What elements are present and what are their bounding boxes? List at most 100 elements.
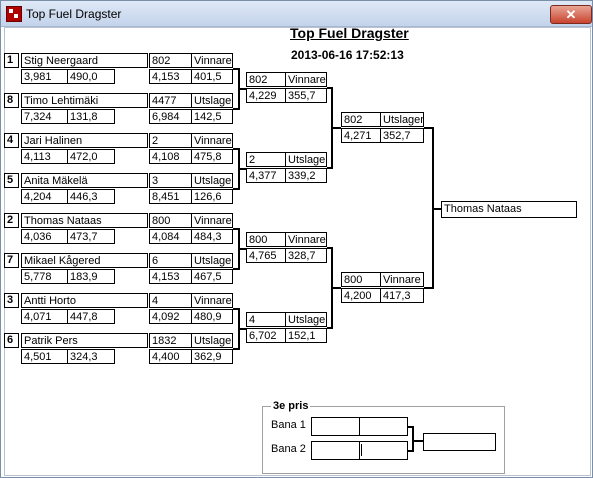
driver-et-field[interactable]: 4,113 xyxy=(21,149,68,164)
r2-et[interactable]: 4,765 xyxy=(246,248,286,263)
car-et-field[interactable]: 4,153 xyxy=(149,269,192,284)
car-number-field[interactable]: 1832 xyxy=(149,333,192,348)
driver-name-field[interactable]: Anita Mäkelä xyxy=(21,173,148,188)
close-button[interactable]: ✕ xyxy=(550,5,592,24)
driver-name-field[interactable]: Thomas Nataas xyxy=(21,213,148,228)
car-et-field[interactable]: 4,108 xyxy=(149,149,192,164)
bracket-line xyxy=(327,167,333,169)
sf-speed[interactable]: 417,3 xyxy=(380,288,424,303)
lane2-field-a[interactable] xyxy=(311,441,360,460)
sf-et[interactable]: 4,271 xyxy=(341,128,381,143)
r2-result[interactable]: Utslagen xyxy=(285,152,327,167)
sf-car-number[interactable]: 802 xyxy=(341,112,381,127)
driver-et-field[interactable]: 4,501 xyxy=(21,349,68,364)
car-speed-field[interactable]: 142,5 xyxy=(191,109,233,124)
car-et-field[interactable]: 6,984 xyxy=(149,109,192,124)
result-field[interactable]: Vinnare xyxy=(191,213,233,228)
r2-speed[interactable]: 339,2 xyxy=(285,168,327,183)
car-speed-field[interactable]: 480,9 xyxy=(191,309,233,324)
driver-name-field[interactable]: Timo Lehtimäki xyxy=(21,93,148,108)
third-place-title: 3e pris xyxy=(271,400,311,412)
car-number-field[interactable]: 6 xyxy=(149,253,192,268)
text-cursor xyxy=(361,444,362,456)
car-number-field[interactable]: 3 xyxy=(149,173,192,188)
car-speed-field[interactable]: 362,9 xyxy=(191,349,233,364)
r2-speed[interactable]: 152,1 xyxy=(285,328,327,343)
bracket-line xyxy=(432,208,441,210)
r2-result[interactable]: Vinnare xyxy=(285,232,327,247)
sf-speed[interactable]: 352,7 xyxy=(380,128,424,143)
bracket-line xyxy=(233,108,240,110)
driver-name-field[interactable]: Stig Neergaard xyxy=(21,53,148,68)
driver-speed-field[interactable]: 490,0 xyxy=(67,69,115,84)
driver-name-field[interactable]: Patrik Pers xyxy=(21,333,148,348)
driver-name-field[interactable]: Jari Halinen xyxy=(21,133,148,148)
sf-et[interactable]: 4,200 xyxy=(341,288,381,303)
r2-et[interactable]: 4,229 xyxy=(246,88,286,103)
car-et-field[interactable]: 4,153 xyxy=(149,69,192,84)
winner-field[interactable]: Thomas Nataas xyxy=(441,201,577,218)
r2-car-number[interactable]: 802 xyxy=(246,72,286,87)
lane1-field-a[interactable] xyxy=(311,417,360,436)
driver-name-field[interactable]: Mikael Kågered xyxy=(21,253,148,268)
third-place-result[interactable] xyxy=(423,433,496,451)
car-et-field[interactable]: 4,084 xyxy=(149,229,192,244)
car-number-field[interactable]: 2 xyxy=(149,133,192,148)
bracket-line xyxy=(327,247,333,249)
lane2-field-b[interactable] xyxy=(359,441,408,460)
lane1-label: Bana 1 xyxy=(271,419,306,431)
car-speed-field[interactable]: 401,5 xyxy=(191,69,233,84)
lane1-field-b[interactable] xyxy=(359,417,408,436)
sf-result[interactable]: Utslagen xyxy=(380,112,424,127)
bracket-line xyxy=(327,87,333,89)
r2-car-number[interactable]: 4 xyxy=(246,312,286,327)
r2-et[interactable]: 6,702 xyxy=(246,328,286,343)
result-field[interactable]: Utslagen xyxy=(191,333,233,348)
r2-speed[interactable]: 355,7 xyxy=(285,88,327,103)
result-field[interactable]: Utslagen xyxy=(191,173,233,188)
driver-name-field[interactable]: Antti Horto xyxy=(21,293,148,308)
result-field[interactable]: Vinnare xyxy=(191,293,233,308)
car-number-field[interactable]: 4477 xyxy=(149,93,192,108)
r2-et[interactable]: 4,377 xyxy=(246,168,286,183)
driver-et-field[interactable]: 4,036 xyxy=(21,229,68,244)
car-number-field[interactable]: 800 xyxy=(149,213,192,228)
title-bar[interactable]: Top Fuel Dragster ✕ xyxy=(1,1,592,27)
driver-speed-field[interactable]: 183,9 xyxy=(67,269,115,284)
driver-et-field[interactable]: 3,981 xyxy=(21,69,68,84)
car-number-field[interactable]: 4 xyxy=(149,293,192,308)
driver-et-field[interactable]: 4,071 xyxy=(21,309,68,324)
car-speed-field[interactable]: 467,5 xyxy=(191,269,233,284)
r2-car-number[interactable]: 800 xyxy=(246,232,286,247)
driver-speed-field[interactable]: 324,3 xyxy=(67,349,115,364)
driver-et-field[interactable]: 4,204 xyxy=(21,189,68,204)
result-field[interactable]: Vinnare xyxy=(191,133,233,148)
car-speed-field[interactable]: 126,6 xyxy=(191,189,233,204)
car-speed-field[interactable]: 475,8 xyxy=(191,149,233,164)
driver-speed-field[interactable]: 472,0 xyxy=(67,149,115,164)
driver-speed-field[interactable]: 473,7 xyxy=(67,229,115,244)
car-number-field[interactable]: 802 xyxy=(149,53,192,68)
result-field[interactable]: Utslagen xyxy=(191,253,233,268)
bracket-line xyxy=(327,327,333,329)
result-field[interactable]: Vinnare xyxy=(191,53,233,68)
result-field[interactable]: Utslagen xyxy=(191,93,233,108)
seed-number: 1 xyxy=(4,53,19,68)
driver-speed-field[interactable]: 446,3 xyxy=(67,189,115,204)
driver-speed-field[interactable]: 447,8 xyxy=(67,309,115,324)
seed-number: 6 xyxy=(4,333,19,348)
sf-result[interactable]: Vinnare xyxy=(380,272,424,287)
driver-speed-field[interactable]: 131,8 xyxy=(67,109,115,124)
r2-speed[interactable]: 328,7 xyxy=(285,248,327,263)
car-et-field[interactable]: 4,400 xyxy=(149,349,192,364)
r2-result[interactable]: Vinnare xyxy=(285,72,327,87)
car-speed-field[interactable]: 484,3 xyxy=(191,229,233,244)
driver-et-field[interactable]: 7,324 xyxy=(21,109,68,124)
bracket-line xyxy=(238,168,246,170)
car-et-field[interactable]: 8,451 xyxy=(149,189,192,204)
r2-car-number[interactable]: 2 xyxy=(246,152,286,167)
r2-result[interactable]: Utslagen xyxy=(285,312,327,327)
sf-car-number[interactable]: 800 xyxy=(341,272,381,287)
driver-et-field[interactable]: 5,778 xyxy=(21,269,68,284)
car-et-field[interactable]: 4,092 xyxy=(149,309,192,324)
